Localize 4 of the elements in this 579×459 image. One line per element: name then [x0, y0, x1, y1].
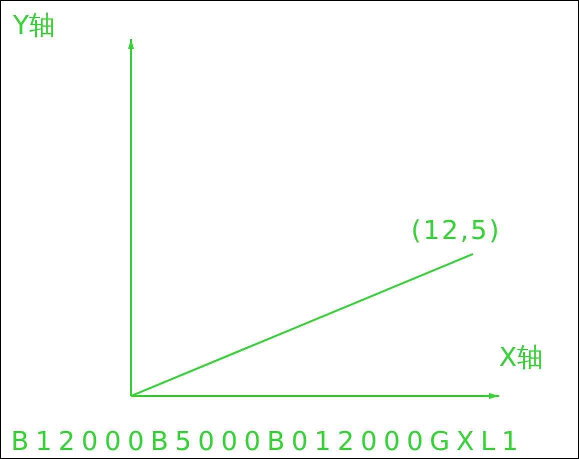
axis-label: X轴 — [499, 345, 543, 371]
axis-label: Y轴 — [13, 13, 55, 39]
command-text: B12000B5000B012000GXL1 — [11, 429, 525, 455]
point-label: (12,5) — [411, 218, 502, 244]
